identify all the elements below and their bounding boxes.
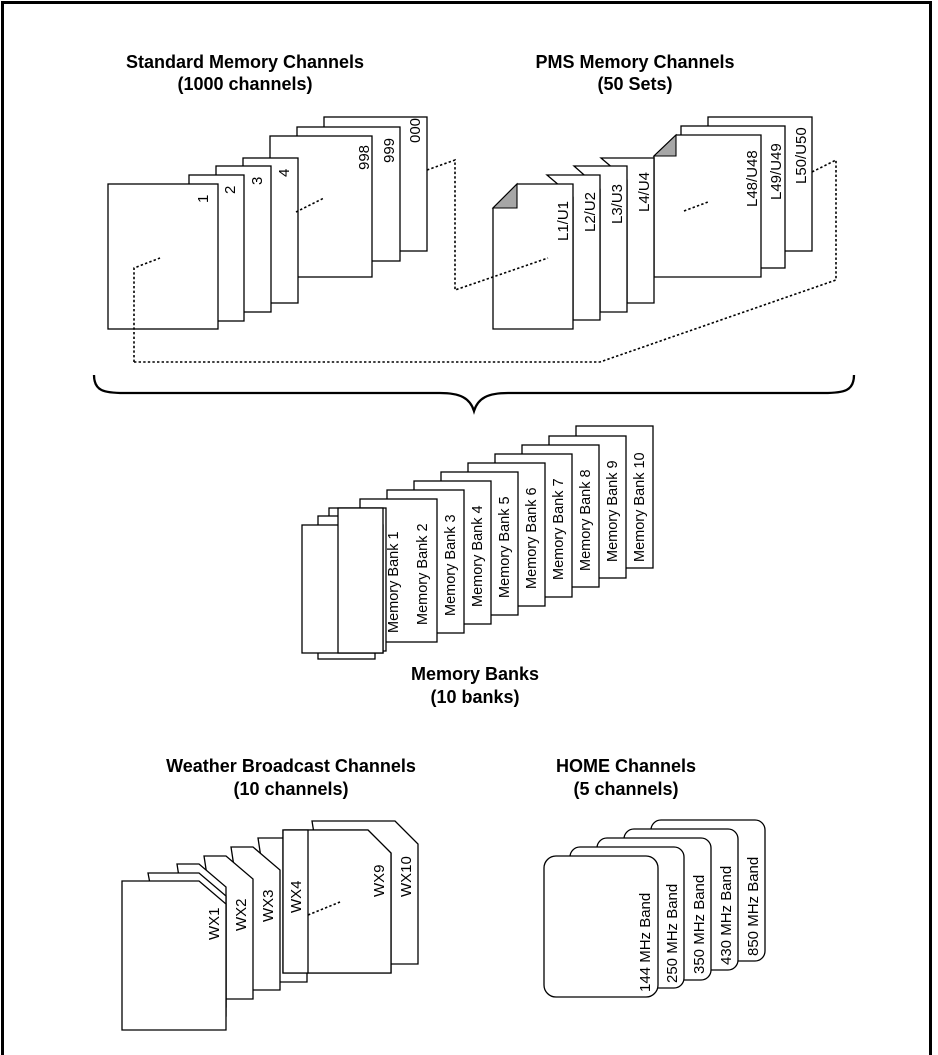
standard-connector-left bbox=[133, 257, 161, 362]
home-label-430: 430 MHz Band bbox=[718, 866, 735, 965]
pms-label-l49: L49/U49 bbox=[768, 143, 785, 200]
bank-label-10: Memory Bank 10 bbox=[632, 452, 648, 562]
channel-page-1 bbox=[107, 183, 219, 330]
bank-label-6: Memory Bank 6 bbox=[524, 487, 540, 589]
home-subtitle: (5 channels) bbox=[573, 779, 678, 799]
home-channel-stack: 144 MHz Band 250 MHz Band 350 MHz Band 4… bbox=[543, 819, 766, 998]
grouping-brace bbox=[92, 374, 856, 415]
wx-label-1: WX1 bbox=[206, 907, 223, 940]
bank-label-2: Memory Bank 2 bbox=[415, 523, 431, 625]
pms-label-l1: L1/U1 bbox=[555, 201, 572, 241]
banks-title: Memory Banks bbox=[411, 664, 539, 684]
bank-page-1-tab bbox=[337, 507, 384, 654]
channel-label-3: 3 bbox=[249, 177, 266, 185]
standard-heading: Standard Memory Channels (1000 channels) bbox=[126, 52, 364, 94]
wx-page-1 bbox=[121, 880, 227, 1031]
wx-label-2: WX2 bbox=[233, 898, 250, 931]
bank-label-7: Memory Bank 7 bbox=[551, 478, 567, 580]
home-title: HOME Channels bbox=[556, 756, 696, 776]
home-label-250: 250 MHz Band bbox=[664, 884, 681, 983]
middle-connector bbox=[426, 158, 549, 292]
bank-label-5: Memory Bank 5 bbox=[497, 496, 513, 598]
pms-page-l1-corner bbox=[491, 182, 518, 209]
weather-ellipsis-line bbox=[307, 901, 341, 916]
pms-heading: PMS Memory Channels (50 Sets) bbox=[535, 52, 734, 94]
home-label-144: 144 MHz Band bbox=[637, 893, 654, 992]
ellipsis-connectors bbox=[133, 158, 837, 363]
home-label-350: 350 MHz Band bbox=[691, 875, 708, 974]
weather-subtitle: (10 channels) bbox=[233, 779, 348, 799]
bank-label-1: Memory Bank 1 bbox=[386, 531, 402, 633]
standard-subtitle: (1000 channels) bbox=[177, 74, 312, 94]
pms-label-l48: L48/U48 bbox=[744, 150, 761, 207]
pms-label-l3: L3/U3 bbox=[609, 184, 626, 224]
pms-page-l48-corner bbox=[652, 133, 677, 157]
pms-title: PMS Memory Channels bbox=[535, 52, 734, 72]
home-heading: HOME Channels (5 channels) bbox=[556, 756, 696, 799]
channel-label-1: 1 bbox=[195, 195, 212, 203]
standard-title: Standard Memory Channels bbox=[126, 52, 364, 72]
memory-bank-stack: Memory Bank 1 Memory Bank 2 Memory Bank … bbox=[301, 425, 654, 660]
pms-channel-stack: L1/U1 L2/U2 L3/U3 L4/U4 L48/U48 L49/U49 … bbox=[491, 116, 813, 330]
bank-label-9: Memory Bank 9 bbox=[605, 460, 621, 562]
wx-label-3: WX3 bbox=[260, 889, 277, 922]
wx-label-10: WX10 bbox=[398, 856, 415, 897]
bank-label-8: Memory Bank 8 bbox=[578, 469, 594, 571]
home-page-144 bbox=[543, 855, 659, 998]
standard-channel-stack: 1 2 3 4 998 999 000 bbox=[107, 116, 428, 330]
channel-label-000: 000 bbox=[407, 118, 424, 143]
channel-label-998: 998 bbox=[356, 145, 373, 170]
banks-heading: Memory Banks (10 banks) bbox=[411, 664, 539, 707]
bank-label-4: Memory Bank 4 bbox=[470, 505, 486, 607]
weather-heading: Weather Broadcast Channels (10 channels) bbox=[166, 756, 416, 799]
bank-label-3: Memory Bank 3 bbox=[443, 514, 459, 616]
pms-label-l2: L2/U2 bbox=[582, 192, 599, 232]
pms-label-l50: L50/U50 bbox=[793, 127, 810, 184]
pms-label-l4: L4/U4 bbox=[636, 172, 653, 212]
channel-label-2: 2 bbox=[222, 186, 239, 194]
channel-label-999: 999 bbox=[381, 138, 398, 163]
pms-subtitle: (50 Sets) bbox=[597, 74, 672, 94]
channel-label-4: 4 bbox=[276, 169, 293, 177]
home-label-850: 850 MHz Band bbox=[745, 857, 762, 956]
standard-ellipsis-line bbox=[295, 197, 325, 213]
wx-label-4: WX4 bbox=[288, 880, 305, 913]
banks-subtitle: (10 banks) bbox=[430, 687, 519, 707]
weather-title: Weather Broadcast Channels bbox=[166, 756, 416, 776]
wx-page-4-side bbox=[282, 829, 309, 974]
weather-channel-stack: WX1 WX2 WX3 WX4 WX9 WX10 bbox=[121, 820, 419, 1031]
wx-label-9: WX9 bbox=[371, 864, 388, 897]
